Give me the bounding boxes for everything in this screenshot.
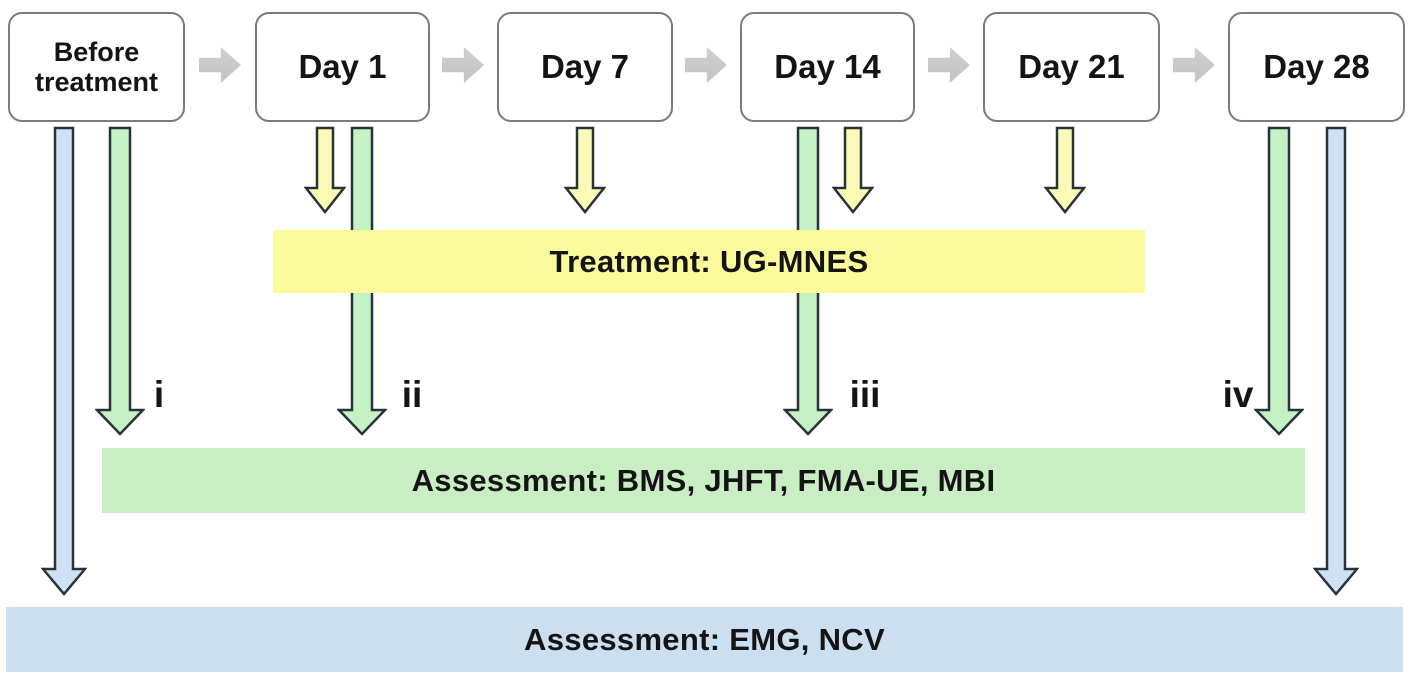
functional-assessment-bar: Assessment: BMS, JHFT, FMA-UE, MBI — [102, 448, 1305, 513]
green-down-arrow-day-28 — [1254, 126, 1304, 436]
right-step-arrow-icon — [442, 47, 484, 83]
right-step-arrow-icon — [1173, 47, 1215, 83]
yellow-down-arrow-shape — [1044, 126, 1086, 214]
right-step-arrow-icon — [928, 47, 970, 83]
electrophysiology-assessment-bar-label: Assessment: EMG, NCV — [524, 621, 885, 657]
assessment-point-label-iv: iv — [1222, 374, 1254, 415]
timeline-box-before-treatment: Before treatment — [8, 12, 185, 122]
assessment-point-label-iii: iii — [849, 374, 881, 415]
timeline-box-label: Before treatment — [34, 36, 159, 97]
yellow-down-arrow-day-21 — [1044, 126, 1086, 214]
timeline-box-label: Day 1 — [298, 47, 387, 85]
timeline-box-label: Day 28 — [1263, 47, 1370, 85]
green-down-arrow-shape — [1254, 126, 1304, 436]
timeline-box-day-14: Day 14 — [740, 12, 915, 122]
assessment-point-label-ii: ii — [401, 374, 423, 415]
blue-down-arrow-day-28 — [1313, 126, 1359, 596]
yellow-down-arrow-day-1 — [304, 126, 346, 214]
yellow-down-arrow-day-14 — [832, 126, 874, 214]
treatment-bar: Treatment: UG-MNES — [273, 230, 1145, 293]
blue-down-arrow-shape — [1313, 126, 1359, 596]
timeline-box-day-21: Day 21 — [983, 12, 1160, 122]
timeline-box-day-28: Day 28 — [1228, 12, 1405, 122]
timeline-box-label: Day 7 — [540, 47, 630, 85]
yellow-down-arrow-shape — [564, 126, 606, 214]
yellow-down-arrow-day-7 — [564, 126, 606, 214]
yellow-down-arrow-shape — [304, 126, 346, 214]
blue-down-arrow-shape — [41, 126, 87, 596]
timeline-box-label: Day 14 — [774, 47, 881, 85]
green-down-arrow-shape — [95, 126, 145, 436]
timeline-box-label: Day 21 — [1018, 47, 1125, 85]
yellow-down-arrow-shape — [832, 126, 874, 214]
functional-assessment-bar-label: Assessment: BMS, JHFT, FMA-UE, MBI — [411, 462, 996, 498]
right-step-arrow-icon — [199, 47, 241, 83]
timeline-box-day-7: Day 7 — [497, 12, 673, 122]
treatment-bar-label: Treatment: UG-MNES — [549, 243, 869, 279]
assessment-point-label-i: i — [153, 374, 165, 415]
blue-down-arrow-before-treatment — [41, 126, 87, 596]
green-down-arrow-before-treatment — [95, 126, 145, 436]
timeline-box-day-1: Day 1 — [255, 12, 430, 122]
right-step-arrow-icon — [685, 47, 727, 83]
electrophysiology-assessment-bar: Assessment: EMG, NCV — [6, 607, 1403, 672]
